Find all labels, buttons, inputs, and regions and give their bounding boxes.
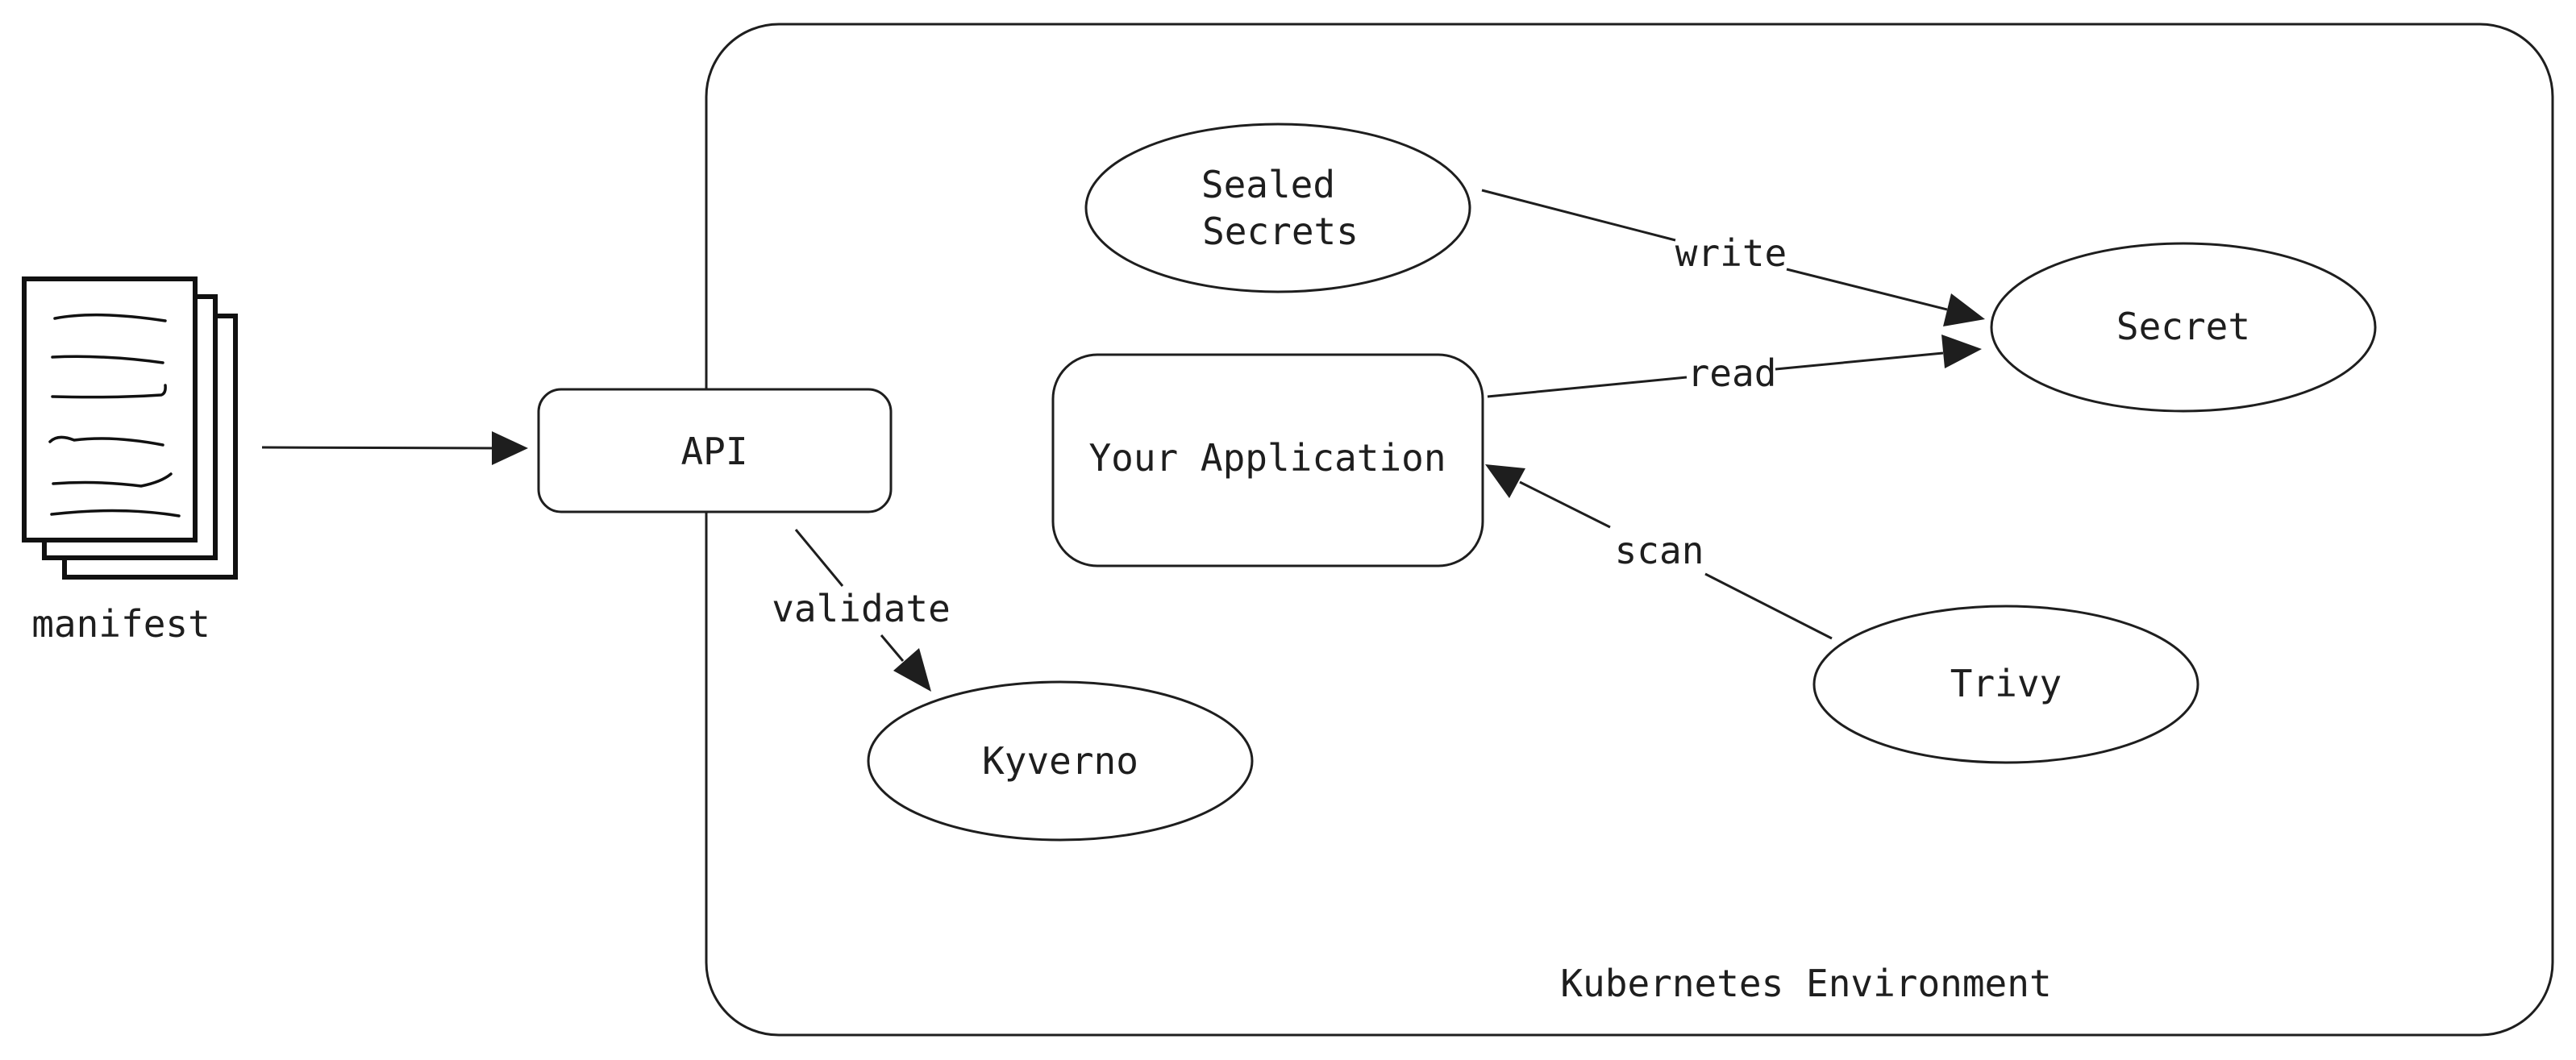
read-arrow-segment-2 — [1775, 351, 1944, 371]
validate-arrow-segment-1 — [794, 529, 844, 587]
manifest-to-api-arrowhead — [492, 431, 528, 465]
secret-node — [1990, 242, 2377, 413]
validate-arrow-segment-2 — [880, 634, 905, 662]
secret-label: Secret — [2116, 305, 2250, 348]
scan-arrow-segment-1 — [1704, 572, 1833, 640]
api-label: API — [680, 430, 747, 473]
scan-arrowhead — [1485, 464, 1525, 498]
api-node — [537, 388, 893, 513]
read-arrow-segment-1 — [1487, 376, 1688, 398]
your-application-node — [1051, 353, 1484, 567]
kubernetes-environment-label: Kubernetes Environment — [1560, 962, 2051, 1005]
kyverno-node — [867, 680, 1254, 842]
sealed-secrets-label-line2: Secrets — [1202, 210, 1359, 253]
validate-edge-label: validate — [772, 587, 951, 630]
scan-arrow-segment-2 — [1519, 480, 1611, 529]
write-arrow-segment-2 — [1786, 268, 1948, 311]
manifest-document-icon — [22, 276, 238, 580]
validate-arrowhead — [893, 648, 931, 692]
read-arrowhead — [1941, 335, 1982, 368]
write-edge-label: write — [1675, 231, 1787, 275]
write-arrow-segment-1 — [1481, 189, 1676, 242]
manifest-label: manifest — [31, 602, 210, 646]
your-application-label: Your Application — [1088, 436, 1446, 480]
kyverno-label: Kyverno — [982, 739, 1138, 783]
sealed-secrets-label-line1: Sealed — [1201, 163, 1335, 206]
manifest-to-api-arrow — [261, 446, 497, 450]
write-arrowhead — [1943, 293, 1985, 326]
sealed-secrets-node — [1084, 123, 1471, 293]
scan-edge-label: scan — [1615, 529, 1704, 572]
kubernetes-environment-boundary — [705, 23, 2554, 1037]
read-edge-label: read — [1688, 351, 1777, 395]
trivy-node — [1812, 605, 2199, 764]
trivy-label: Trivy — [1950, 662, 2062, 705]
